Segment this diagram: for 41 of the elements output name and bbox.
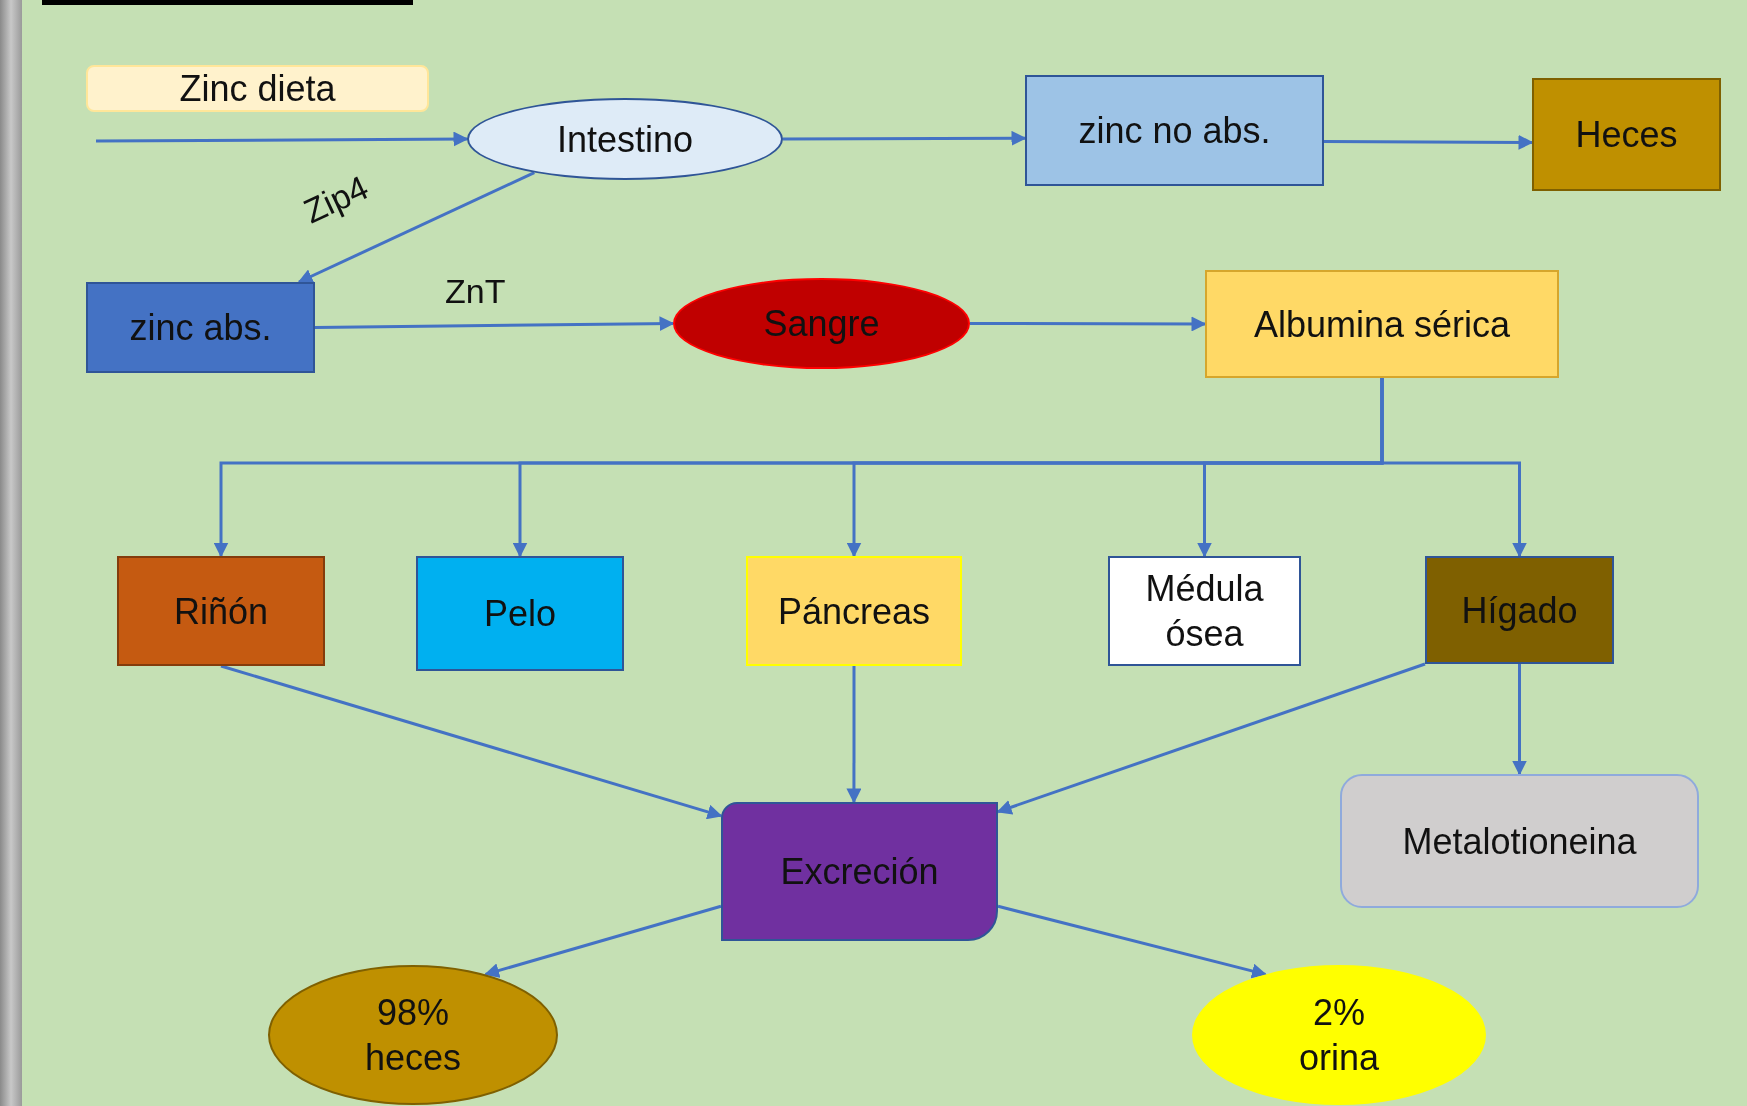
node-text: Riñón	[173, 589, 269, 634]
arrow	[96, 131, 469, 147]
arrow	[846, 666, 862, 804]
process-box	[746, 556, 962, 666]
arrow	[297, 171, 535, 284]
process-box	[1108, 556, 1301, 666]
node-text: Intestino	[556, 117, 694, 162]
node-text: Zinc dieta	[179, 67, 336, 111]
process-box	[1532, 78, 1721, 191]
arrow	[220, 664, 723, 820]
node-text: zinc no abs.	[1078, 109, 1271, 153]
arrow	[484, 904, 722, 978]
process-box	[416, 556, 624, 671]
node-text: Hígado	[1461, 588, 1578, 633]
node-text: Páncreas	[777, 589, 931, 634]
node-text: Médula ósea	[1144, 567, 1265, 656]
arrow	[996, 662, 1426, 815]
process-box	[86, 282, 315, 373]
node-text: Heces	[1575, 113, 1678, 157]
node-text: zinc abs.	[129, 306, 272, 350]
process-box	[117, 556, 325, 666]
node-text: Sangre	[763, 302, 880, 346]
arrow	[997, 904, 1267, 979]
node-text: 98% heces	[363, 991, 463, 1080]
edge-label: Zip4	[296, 166, 375, 233]
process-box	[721, 802, 998, 941]
node-text: 2% orina	[1297, 991, 1381, 1080]
arrow	[783, 130, 1027, 146]
process-box	[1425, 556, 1614, 664]
arrow	[970, 316, 1207, 332]
arrow	[315, 316, 675, 332]
label-box	[86, 65, 429, 112]
arrow	[1324, 134, 1534, 150]
process-box	[1205, 270, 1559, 378]
node-text: Metalotioneina	[1402, 819, 1637, 864]
node-text: Albumina sérica	[1253, 302, 1511, 347]
rounded-box	[1340, 774, 1699, 908]
node-text: Pelo	[483, 592, 557, 636]
node-text: Excreción	[780, 850, 939, 894]
arrow	[1512, 664, 1527, 776]
process-box	[1025, 75, 1324, 186]
